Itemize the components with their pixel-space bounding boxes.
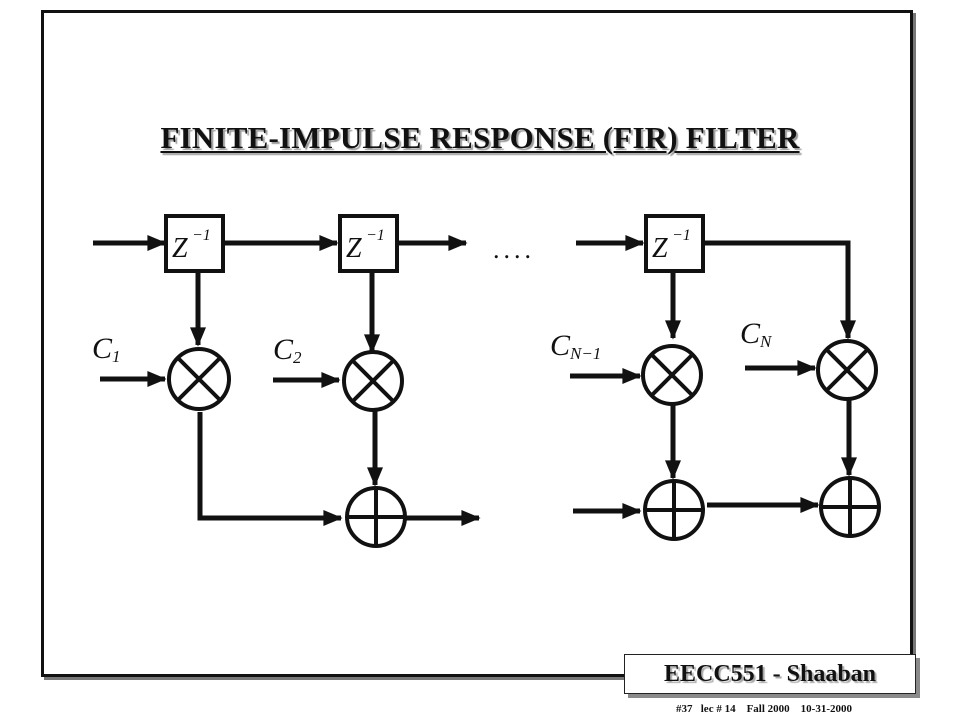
delay-box-n [644, 214, 705, 273]
ellipsis: .... [493, 235, 535, 264]
svg-text:C: C [92, 332, 113, 365]
svg-text:N: N [759, 332, 773, 351]
multiply-circle-icon [641, 344, 703, 406]
delay-box-2 [338, 214, 399, 273]
svg-text:C: C [273, 333, 294, 366]
svg-text:Z: Z [172, 233, 188, 264]
svg-text:C: C [550, 329, 571, 362]
svg-text:−1: −1 [672, 227, 691, 244]
multiply-circle-icon [816, 339, 878, 401]
multiply-circle-icon [167, 347, 231, 411]
slide-footer: #37 lec # 14 Fall 2000 10-31-2000 [676, 703, 852, 715]
delay-box-1 [164, 214, 225, 273]
svg-text:N−1: N−1 [569, 344, 601, 363]
course-badge: EECC551 - Shaaban [624, 654, 916, 694]
add-circle-icon [643, 479, 705, 541]
slide-frame [41, 10, 913, 677]
delay-label-n: Z −1 [652, 227, 691, 264]
delay-label-1: Z −1 [172, 227, 211, 264]
svg-text:Z: Z [652, 233, 668, 264]
slide-title: FINITE-IMPULSE RESPONSE (FIR) FILTER [160, 120, 800, 155]
course-badge-text: EECC551 - Shaaban [663, 660, 877, 687]
svg-text:C: C [740, 317, 761, 350]
coef-label-n: C N [740, 317, 773, 351]
multiply-circle-icon [342, 350, 404, 412]
coef-label-1: C 1 [92, 332, 121, 366]
coef-label-n-1: C N−1 [550, 329, 601, 363]
svg-text:−1: −1 [192, 227, 211, 244]
coef-label-2: C 2 [273, 333, 302, 367]
multiplier-1-to-adder-1-arrow [197, 412, 343, 526]
svg-text:1: 1 [112, 347, 121, 366]
delay-n-to-multiplier-n-arrow [703, 240, 856, 340]
add-circle-icon [345, 486, 407, 548]
delay-label-2: Z −1 [346, 227, 385, 264]
add-circle-icon [819, 476, 881, 538]
svg-text:2: 2 [293, 348, 302, 367]
svg-text:−1: −1 [366, 227, 385, 244]
svg-text:Z: Z [346, 233, 362, 264]
